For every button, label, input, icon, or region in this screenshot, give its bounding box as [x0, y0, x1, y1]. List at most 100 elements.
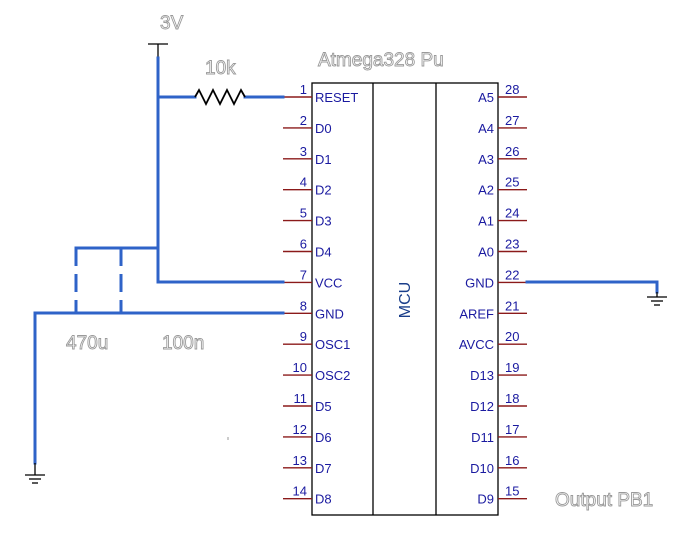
pin-label: A4 — [478, 121, 494, 136]
pin-number: 6 — [300, 237, 307, 252]
left-pin-group: 1RESET2D03D14D25D36D47VCC8GND9OSC110OSC2… — [283, 82, 358, 507]
pin-number: 15 — [505, 484, 519, 499]
resistor-label: 10k — [205, 58, 236, 79]
pin-label: AREF — [459, 306, 494, 321]
pin-number: 10 — [293, 360, 307, 375]
resistor-10k — [194, 87, 246, 107]
pin-label: RESET — [315, 90, 358, 105]
pin-label: A1 — [478, 214, 494, 229]
pin-number: 8 — [300, 298, 307, 313]
pin-label: D0 — [315, 121, 332, 136]
pin-label: D13 — [470, 368, 494, 383]
pin-number: 28 — [505, 82, 519, 97]
pin-3: 3D1 — [283, 144, 332, 167]
chip-label: Atmega328 Pu — [318, 50, 444, 71]
pin-number: 21 — [505, 298, 519, 313]
pin-label: D8 — [315, 492, 332, 507]
pin-label: A0 — [478, 245, 494, 260]
pin-label: D2 — [315, 183, 332, 198]
wires — [33, 56, 659, 465]
pin-5: 5D3 — [283, 206, 332, 229]
ground-symbol-left — [25, 474, 45, 484]
pin-label: D5 — [315, 399, 332, 414]
ground-symbol-right — [647, 292, 667, 306]
cap2-label: 100n — [162, 333, 204, 354]
pin-label: OSC1 — [315, 337, 350, 352]
pin-number: 23 — [505, 237, 519, 252]
pin-number: 16 — [505, 453, 519, 468]
pin-number: 12 — [293, 422, 307, 437]
pin-label: D10 — [470, 461, 494, 476]
pin-number: 1 — [300, 82, 307, 97]
pin-label: OSC2 — [315, 368, 350, 383]
pin-label: D1 — [315, 152, 332, 167]
capacitors — [74, 248, 123, 313]
pin-number: 13 — [293, 453, 307, 468]
pin-number: 18 — [505, 391, 519, 406]
cap1-label: 470u — [66, 333, 108, 354]
pin-label: A3 — [478, 152, 494, 167]
pin-number: 20 — [505, 329, 519, 344]
pin-number: 25 — [505, 175, 519, 190]
pin-number: 17 — [505, 422, 519, 437]
pin-number: 26 — [505, 144, 519, 159]
pin-number: 27 — [505, 113, 519, 128]
power-label: 3V — [160, 13, 184, 34]
pin-number: 7 — [300, 267, 307, 282]
pin-number: 2 — [300, 113, 307, 128]
pin-label: D3 — [315, 214, 332, 229]
pin-4: 4D2 — [283, 175, 332, 198]
core-label: MCU — [397, 282, 414, 318]
pin-label: AVCC — [459, 337, 494, 352]
pin-number: 4 — [300, 175, 307, 190]
pin-label: A5 — [478, 90, 494, 105]
pin-label: D9 — [477, 492, 494, 507]
pin-label: GND — [315, 306, 344, 321]
pin-2: 2D0 — [283, 113, 332, 136]
output-label: Output PB1 — [555, 490, 653, 511]
pin-number: 9 — [300, 329, 307, 344]
pin-label: D12 — [470, 399, 494, 414]
pin-label: A2 — [478, 183, 494, 198]
chip-body — [311, 82, 499, 516]
power-symbol — [148, 43, 168, 58]
pin-number: 14 — [293, 484, 307, 499]
pin-number: 5 — [300, 206, 307, 221]
pin-number: 19 — [505, 360, 519, 375]
pin-label: D7 — [315, 461, 332, 476]
pin-label: D11 — [471, 430, 494, 445]
pin-label: D4 — [315, 245, 332, 260]
pin-number: 3 — [300, 144, 307, 159]
pin-label: GND — [465, 275, 494, 290]
pin-label: D6 — [315, 430, 332, 445]
pin-number: 22 — [505, 267, 519, 282]
pin-number: 11 — [294, 391, 308, 406]
pin-6: 6D4 — [283, 237, 332, 260]
pin-label: VCC — [315, 275, 342, 290]
